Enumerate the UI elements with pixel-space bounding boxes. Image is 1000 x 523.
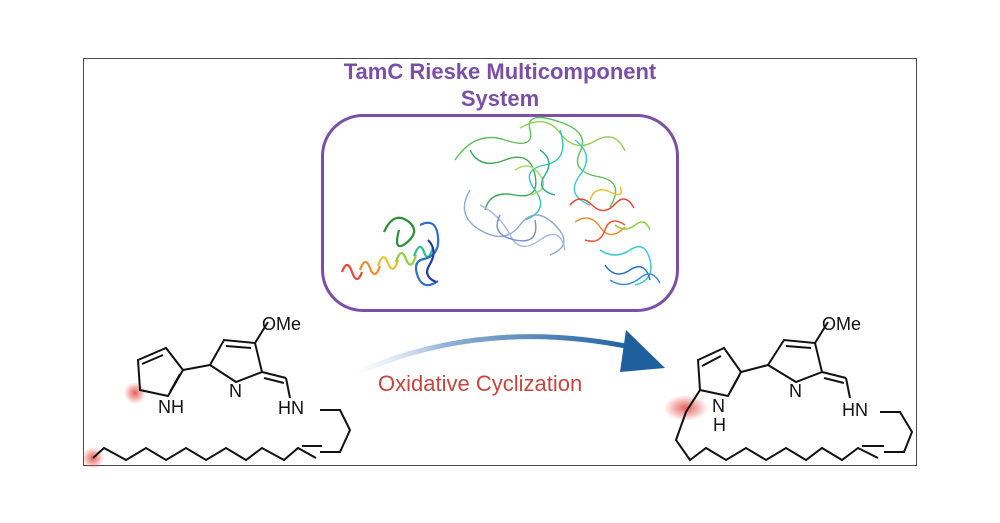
reaction-label: Oxidative Cyclization [378,371,583,396]
substrate-structure [92,321,352,462]
product-highlight-new-bond [664,395,708,421]
substrate-n-label: N [229,381,242,401]
substrate-hn-label: HN [278,398,304,418]
product-nh-h-label: H [713,415,726,435]
protein-complex-icon [454,116,626,256]
figure-title: TamC Rieske Multicomponent System [0,58,1000,112]
figure-frame [83,58,917,466]
title-line-2: System [460,86,540,111]
helix-protein-icon [340,216,440,287]
substrate-highlight-pyrrole [124,382,146,404]
product-nh-n-label: N [712,396,725,416]
product-hn-label: HN [842,400,868,420]
substrate-ome-label: OMe [262,314,301,334]
protein-panel [321,114,679,312]
curved-reaction-arrow-icon [343,330,665,381]
product-n-label: N [789,381,802,401]
title-line-1: TamC Rieske Multicomponent [343,59,657,84]
product-structure [674,321,914,462]
substrate-nh-label: NH [158,397,184,417]
product-ome-label: OMe [822,314,861,334]
ferredoxin-protein-icon [569,186,661,286]
